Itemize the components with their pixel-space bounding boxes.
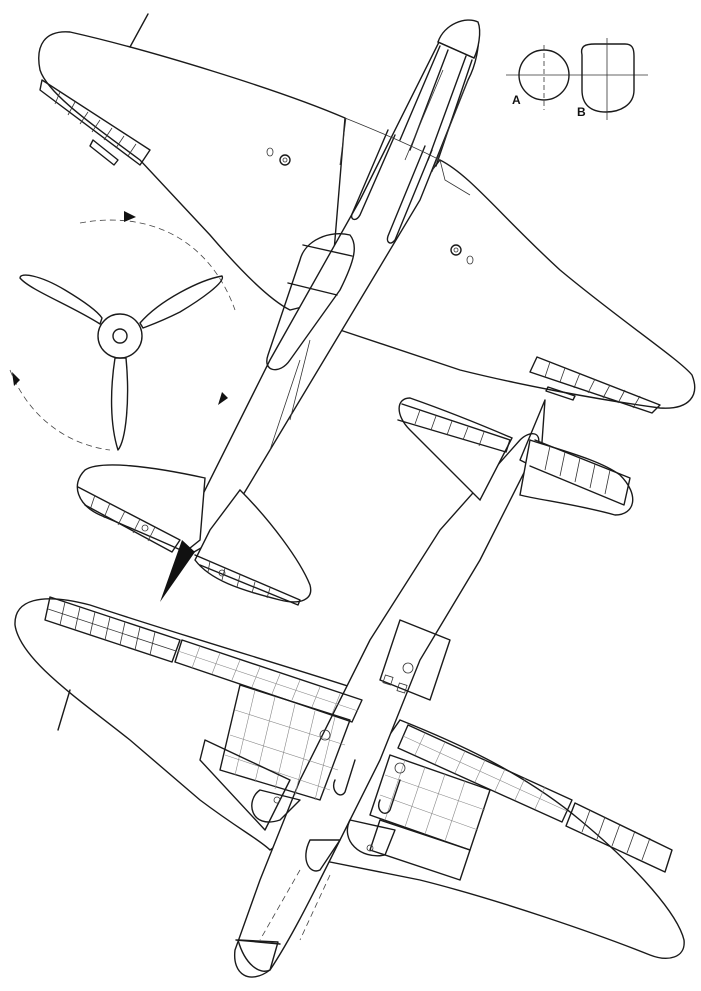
upper-right-wing-fitting xyxy=(450,244,462,256)
upper-left-tailplane xyxy=(76,464,206,553)
propeller-hub xyxy=(97,313,143,359)
lower-left-tailplane xyxy=(398,397,513,502)
upper-antenna-mast xyxy=(129,13,149,48)
lower-landing-gear-wells xyxy=(199,739,471,881)
lower-right-flap xyxy=(397,724,573,823)
rotation-arrow-right xyxy=(218,392,228,405)
section-a-label: A xyxy=(512,93,521,107)
upper-right-wing xyxy=(329,159,696,409)
upper-canopy xyxy=(266,233,356,371)
lower-fuselage xyxy=(234,433,540,978)
upper-right-aileron xyxy=(529,356,661,414)
upper-left-aileron xyxy=(39,79,151,166)
lower-plan-view xyxy=(14,397,685,978)
upper-spinner xyxy=(437,19,481,59)
lower-left-wing xyxy=(14,598,361,851)
upper-left-wing-fitting xyxy=(279,154,291,166)
lower-spinner xyxy=(237,939,279,972)
section-b-label: B xyxy=(577,105,586,119)
lower-antenna-mast xyxy=(57,689,71,731)
lower-left-aileron xyxy=(44,596,181,663)
upper-elevators xyxy=(77,486,301,606)
lower-right-tailplane xyxy=(519,439,634,516)
cross-sections: A B xyxy=(506,38,648,120)
propeller-detail xyxy=(9,211,236,451)
lower-radiator xyxy=(305,839,341,872)
upper-left-wing xyxy=(38,31,346,311)
propeller-blade-right xyxy=(139,275,223,329)
propeller-blade-left xyxy=(19,274,103,325)
upper-plan-view xyxy=(38,13,696,606)
lower-elevators xyxy=(397,403,631,506)
rotation-arrow-left xyxy=(12,372,20,386)
lower-right-aileron xyxy=(565,802,673,873)
lower-cockpit-panel xyxy=(379,619,451,701)
propeller-blade-bottom xyxy=(110,357,129,451)
upper-rudder xyxy=(160,540,195,602)
lower-left-flap xyxy=(174,639,363,723)
rotation-arrow-top xyxy=(124,211,136,222)
section-b-shape xyxy=(580,43,635,113)
